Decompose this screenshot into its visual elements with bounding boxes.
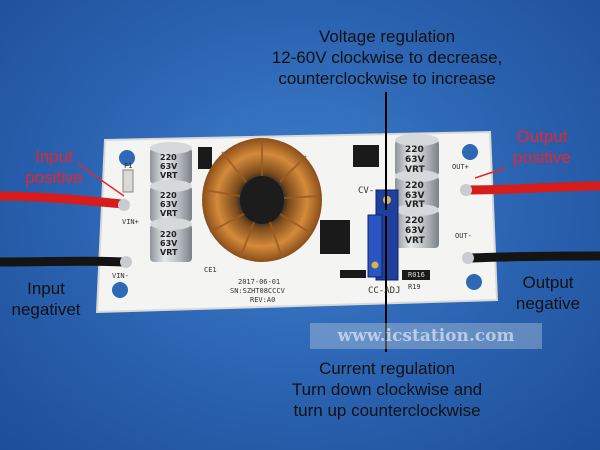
silk-ce1: CE1 (204, 266, 217, 274)
input-positive-line1: Input (35, 147, 73, 166)
svg-text:63V: 63V (405, 191, 425, 201)
svg-text:VRT: VRT (160, 209, 178, 218)
current-potentiometer (367, 214, 383, 278)
silk-cc-adj: CC-ADJ (368, 286, 401, 296)
mounting-hole (119, 150, 135, 166)
output-negative-line2: negative (515, 294, 581, 313)
mounting-hole (462, 144, 478, 160)
toroid-inductor (202, 138, 322, 262)
silk-r19: R19 (408, 283, 421, 291)
diode-component (198, 147, 212, 169)
silk-r016: R016 (408, 271, 425, 279)
svg-text:63V: 63V (405, 155, 425, 165)
output-positive-pointer (474, 167, 506, 179)
svg-text:220: 220 (405, 181, 424, 191)
output-negative-label: Output negative (502, 272, 594, 314)
current-regulation-label: Current regulation Turn down clockwise a… (262, 358, 512, 421)
current-regulation-line2: turn up counterclockwise (293, 401, 481, 420)
silk-vin-pos: VIN+ (122, 218, 139, 226)
svg-text:63V: 63V (160, 200, 178, 209)
input-negative-line1: Input (27, 279, 65, 298)
output-cap-markings: 220 63V VRT 220 63V VRT 220 63V VRT (405, 145, 425, 246)
output-positive-label: Output positive (496, 126, 588, 168)
output-positive-line2: positive (513, 148, 571, 167)
svg-text:220: 220 (160, 153, 177, 162)
output-capacitors (395, 134, 439, 248)
fuse-component (122, 169, 134, 193)
pot-screw (371, 261, 379, 269)
input-positive-pointer (77, 163, 125, 197)
silk-date: 2017-06-01 (238, 278, 281, 286)
input-negative-label: Input negativet (0, 278, 92, 320)
input-positive-line2: positive (25, 168, 83, 187)
svg-text:220: 220 (405, 216, 424, 226)
input-cap-markings: 220 63V VRT 220 63V VRT 220 63V VRT (160, 153, 178, 257)
svg-text:VRT: VRT (160, 248, 178, 257)
svg-text:63V: 63V (160, 162, 178, 171)
silk-f1: F1 (124, 162, 133, 170)
current-regulation-line1: Turn down clockwise and (291, 380, 483, 399)
output-positive-line1: Output (516, 127, 568, 146)
svg-text:VRT: VRT (405, 236, 425, 246)
solder-pad (118, 199, 130, 211)
silk-vin-neg: VIN- (112, 272, 129, 280)
solder-pad (462, 252, 474, 264)
svg-text:VRT: VRT (405, 200, 425, 210)
input-positive-label: Input positive (14, 146, 94, 188)
svg-text:63V: 63V (405, 226, 425, 236)
input-capacitors (150, 142, 192, 262)
watermark: www.icstation.com (310, 323, 542, 349)
output-positive-wire (467, 181, 600, 195)
solder-pad (120, 256, 132, 268)
svg-text:220: 220 (405, 145, 424, 155)
solder-pad (460, 184, 472, 196)
input-positive-wire (0, 191, 123, 209)
ic-component (353, 145, 379, 167)
svg-text:63V: 63V (160, 239, 178, 248)
mounting-hole (466, 274, 482, 290)
silk-cv: CV- (358, 186, 375, 196)
silk-revision: REV:A0 (250, 296, 276, 304)
smd-resistor (402, 270, 430, 280)
svg-text:VRT: VRT (405, 165, 425, 175)
output-negative-line1: Output (522, 273, 574, 292)
svg-text:VRT: VRT (160, 171, 178, 180)
voltage-regulation-label: Voltage regulation 12-60V clockwise to d… (232, 26, 542, 89)
svg-text:220: 220 (160, 230, 177, 239)
smd-resistor (340, 270, 366, 278)
svg-text:220: 220 (160, 191, 177, 200)
voltage-regulation-line1: 12-60V clockwise to decrease, (271, 48, 503, 67)
voltage-regulation-title: Voltage regulation (318, 27, 456, 46)
output-negative-wire (469, 251, 600, 263)
silk-serial: SN:SZHT08CCCV (230, 287, 285, 295)
ic-component (320, 220, 350, 254)
voltage-regulation-line2: counterclockwise to increase (278, 69, 496, 88)
input-negative-wire (0, 256, 125, 267)
silk-out-pos: OUT+ (452, 163, 469, 171)
silk-out-neg: OUT- (455, 232, 472, 240)
input-negative-line2: negativet (11, 300, 81, 319)
current-regulation-title: Current regulation (318, 359, 456, 378)
mounting-hole (112, 282, 128, 298)
